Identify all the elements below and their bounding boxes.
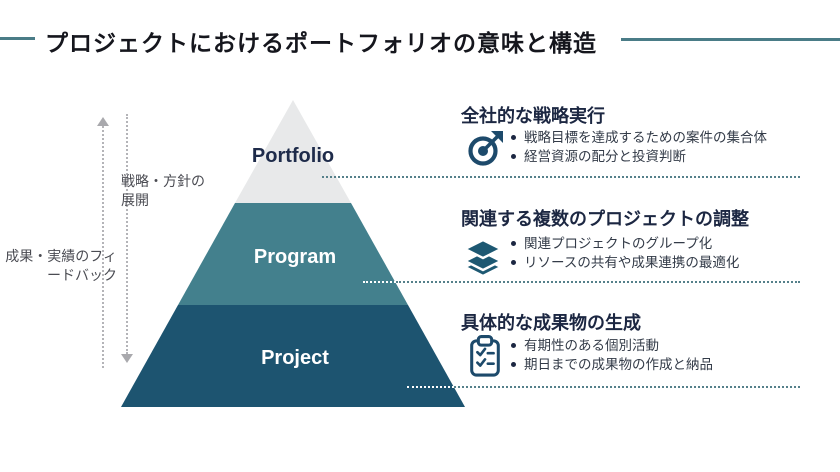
strategy-down-dashed-line (126, 114, 128, 354)
bullet-text: 有期性のある個別活動 (524, 338, 659, 353)
pyramid-level-project (121, 305, 465, 407)
program-divider-dotted-line (396, 281, 800, 283)
bullet-text: 期日までの成果物の作成と納品 (524, 357, 713, 372)
clipboard-checklist-icon (470, 335, 500, 377)
layers-icon (462, 238, 504, 278)
section-project-heading: 具体的な成果物の生成 (461, 313, 641, 333)
list-item: 期日までの成果物の作成と納品 (511, 355, 713, 374)
title-right-accent-line (621, 38, 840, 41)
project-divider-dotted-line (454, 386, 800, 388)
list-item: 戦略目標を達成するための案件の集合体 (511, 128, 767, 147)
pyramid-level-program (178, 203, 408, 305)
arrow-up-icon (97, 117, 109, 126)
page-title: プロジェクトにおけるポートフォリオの意味と構造 (45, 30, 597, 56)
portfolio-divider-dotted-line (322, 176, 800, 178)
flow-label-feedback: 成果・実績のフィードバック (5, 248, 117, 283)
flow-label-strategy: 戦略・方針の展開 (121, 173, 205, 208)
section-portfolio-heading: 全社的な戦略実行 (461, 106, 605, 126)
section-portfolio-bullets: 戦略目標を達成するための案件の集合体 経営資源の配分と投資判断 (511, 128, 767, 166)
program-divider-dotted-line-on-pyramid (363, 281, 396, 283)
target-arrow-icon (468, 131, 503, 166)
pyramid-label-portfolio: Portfolio (251, 145, 335, 167)
list-item: リソースの共有や成果連携の最適化 (511, 253, 739, 272)
title-left-accent-line (0, 37, 35, 40)
arrow-down-icon (121, 354, 133, 363)
section-program-bullets: 関連プロジェクトのグループ化 リソースの共有や成果連携の最適化 (511, 234, 739, 272)
bullet-text: 戦略目標を達成するための案件の集合体 (524, 130, 767, 145)
list-item: 関連プロジェクトのグループ化 (511, 234, 739, 253)
section-project-bullets: 有期性のある個別活動 期日までの成果物の作成と納品 (511, 336, 713, 374)
bullet-text: リソースの共有や成果連携の最適化 (524, 255, 740, 270)
bullet-text: 関連プロジェクトのグループ化 (524, 236, 713, 251)
pyramid-label-project: Project (261, 347, 329, 369)
project-divider-dotted-line-on-pyramid (407, 386, 454, 388)
bullet-icon (511, 343, 516, 348)
bullet-icon (511, 260, 516, 265)
bullet-text: 経営資源の配分と投資判断 (524, 149, 686, 164)
pyramid-label-program: Program (253, 246, 337, 268)
section-program-heading: 関連する複数のプロジェクトの調整 (461, 209, 749, 229)
bullet-icon (511, 154, 516, 159)
bullet-icon (511, 241, 516, 246)
bullet-icon (511, 362, 516, 367)
feedback-up-dashed-line (102, 126, 104, 368)
bullet-icon (511, 135, 516, 140)
list-item: 有期性のある個別活動 (511, 336, 713, 355)
list-item: 経営資源の配分と投資判断 (511, 147, 767, 166)
